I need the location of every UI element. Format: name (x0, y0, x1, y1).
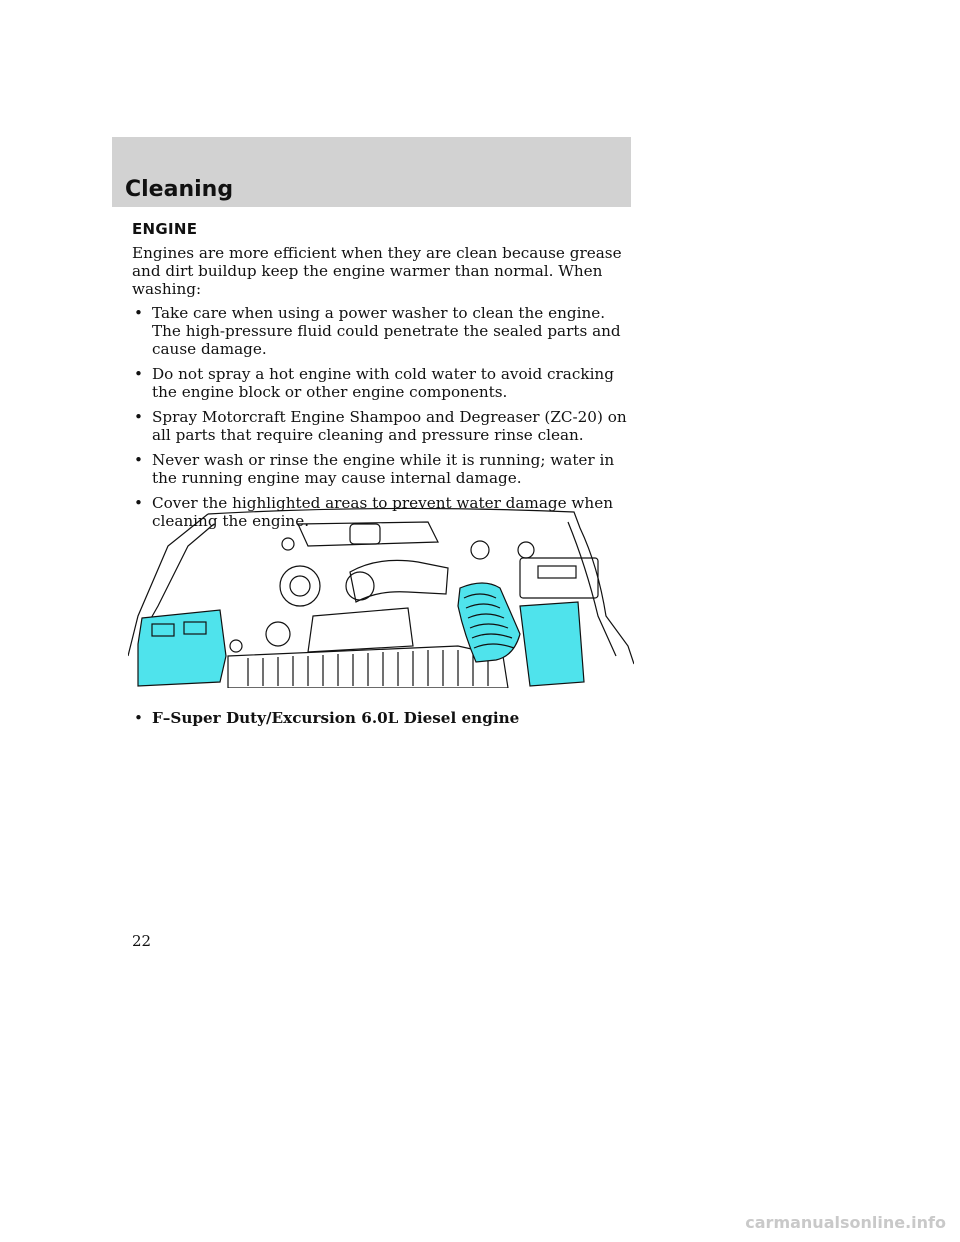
reservoir-cap (470, 540, 490, 560)
list-item: Never wash or rinse the engine while it … (132, 451, 632, 487)
cowl (297, 521, 439, 547)
list-item: Cover the highlighted areas to prevent w… (132, 494, 632, 530)
page-number: 22 (132, 932, 152, 950)
section-title: Cleaning (125, 177, 234, 202)
battery-terminal (183, 621, 207, 635)
list-item: Take care when using a power washer to c… (132, 304, 632, 358)
battery-right-highlight (519, 601, 585, 687)
battery-terminal (151, 623, 175, 637)
alternator-hub (289, 575, 311, 597)
reservoir-cap (517, 541, 535, 559)
fender-right (567, 521, 617, 657)
watermark: carmanualsonline.info (745, 1213, 946, 1232)
intake-manifold (227, 645, 509, 688)
fuse-box (349, 523, 381, 545)
duct-ribs (463, 593, 515, 649)
battery-left-highlight (137, 609, 227, 687)
engine-illustration (128, 507, 634, 688)
hood-outline (128, 513, 209, 657)
fitting (229, 639, 243, 653)
intro-paragraph: Engines are more efficient when they are… (132, 244, 622, 298)
hood-outline (207, 507, 634, 665)
fluid-reservoir (519, 557, 599, 599)
section-header-band: Cleaning (112, 137, 631, 207)
air-intake-tube (349, 559, 449, 603)
reservoir-label (537, 565, 577, 579)
pulley (265, 621, 291, 647)
washing-tips-list: Take care when using a power washer to c… (132, 304, 632, 530)
figure-caption: F–Super Duty/Excursion 6.0L Diesel engin… (132, 709, 652, 727)
engine-cover (307, 607, 414, 653)
air-duct-highlight (457, 582, 521, 663)
list-item: Do not spray a hot engine with cold wate… (132, 365, 632, 401)
engine-heading: ENGINE (132, 220, 198, 238)
list-item: Spray Motorcraft Engine Shampoo and Degr… (132, 408, 632, 444)
throttle-body (345, 571, 375, 601)
oil-cap (281, 537, 295, 551)
manifold-ribs (247, 650, 489, 686)
engine-body: Engines are more efficient when they are… (132, 244, 632, 537)
alternator (279, 565, 321, 607)
